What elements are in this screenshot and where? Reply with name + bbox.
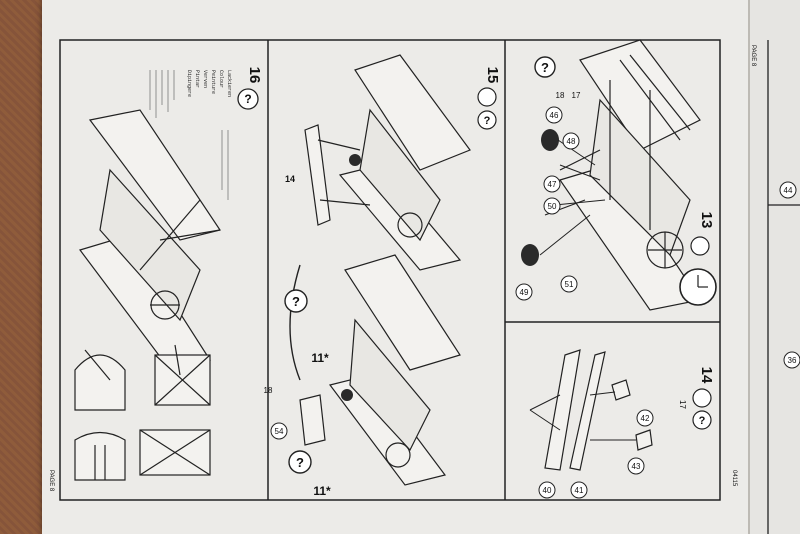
text-line: Dipingere	[186, 70, 192, 97]
part-18: 18	[556, 91, 565, 100]
text-line: Verven	[202, 70, 208, 88]
footer-right: 04115	[731, 470, 737, 487]
part-48: 48	[567, 137, 576, 146]
step-14-number: 14	[698, 367, 715, 384]
part-49: 49	[520, 288, 529, 297]
glue-icon	[690, 236, 710, 256]
part-54: 54	[275, 427, 284, 436]
glue-icon	[692, 388, 712, 408]
part-44: 44	[784, 186, 793, 195]
wheel-49	[521, 244, 539, 266]
question-icon	[284, 289, 308, 313]
part-14: 14	[285, 174, 295, 184]
text-line: Lackieren	[226, 70, 232, 97]
glue-icon	[477, 87, 497, 107]
part-18: 18	[264, 386, 273, 395]
part-46: 46	[550, 111, 559, 120]
step-14-symbol: ?	[699, 415, 706, 427]
part-51: 51	[565, 280, 574, 289]
step-14-arrow-label: 17	[678, 400, 687, 409]
step-15-number: 15	[484, 67, 501, 84]
step-15-question-2: ?	[296, 455, 304, 470]
text-line: Pintar	[194, 70, 200, 88]
step-15-symbol: ?	[484, 115, 491, 127]
step-16-panel: 16 ? Lackieren Colour Peinture Verven Pi…	[74, 67, 263, 481]
text-line: Peinture	[210, 70, 216, 94]
text-line: Colour	[218, 70, 224, 88]
wheel-48	[541, 129, 559, 151]
next-sheet	[748, 0, 800, 534]
step-15-question: ?	[292, 294, 300, 309]
part-41: 41	[575, 486, 584, 495]
step-13-number: 13	[698, 212, 715, 229]
footer-left: PAGE 8	[48, 470, 54, 492]
step-16-number: 16	[246, 67, 263, 84]
question-icon	[237, 88, 259, 110]
part-11-star: 11*	[311, 351, 329, 365]
question-icon	[288, 450, 312, 474]
part-42: 42	[641, 414, 650, 423]
header-label: PAGE 8	[750, 45, 756, 67]
part-50: 50	[548, 202, 557, 211]
question-icon	[534, 56, 556, 78]
part-47: 47	[548, 180, 557, 189]
step-16-symbol: ?	[244, 92, 251, 106]
step-15-panel: ? ? 14 11* 11* 18 54 15 ?	[264, 54, 501, 498]
part-17: 17	[572, 91, 581, 100]
part-43: 43	[632, 462, 641, 471]
step-14-panel: 40 41 42 43 14 ? 17	[529, 349, 715, 499]
question-symbol: ?	[541, 60, 549, 75]
question-icon	[477, 110, 497, 130]
part-36: 36	[788, 356, 797, 365]
part-40: 40	[543, 486, 552, 495]
question-icon	[692, 410, 712, 430]
next-sheet-content: PAGE 8 44 36	[750, 40, 800, 534]
page-frame	[59, 39, 721, 501]
step-13-panel: 48 46 47 50 51 49 18 17 ? 13	[515, 39, 717, 311]
part-11-star-2: 11*	[313, 484, 331, 498]
